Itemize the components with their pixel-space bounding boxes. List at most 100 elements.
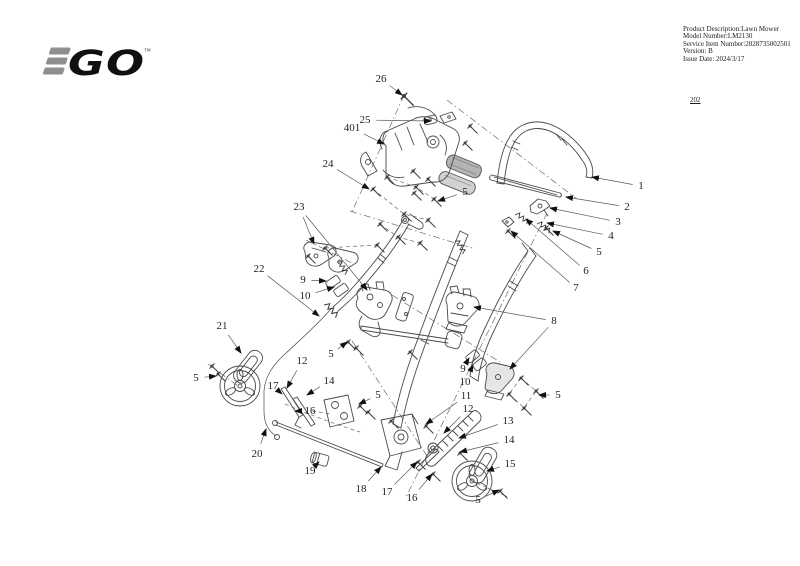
fastener-link-lines: [284, 176, 537, 433]
callout-label-5: 5: [475, 494, 481, 506]
callout-label-5: 5: [375, 389, 381, 401]
callout-label-13: 13: [503, 415, 515, 427]
callout-label-3: 3: [615, 216, 621, 228]
cable-clamp-drawing: [303, 241, 359, 273]
callout-5: 5: [552, 230, 602, 258]
callout-label-25: 25: [360, 114, 372, 126]
callout-23: 23: [294, 201, 368, 291]
callout-24: 24: [323, 158, 370, 190]
serrated-bar-drawing: [415, 410, 482, 472]
clamp-upper-drawing: [445, 285, 480, 334]
callout-7: 7: [510, 230, 579, 294]
callout-label-21: 21: [217, 320, 228, 332]
callout-1: 1: [591, 175, 644, 192]
callout-5: 5: [475, 489, 500, 506]
callout-25: 25: [360, 114, 432, 126]
ego-logo-tm: ™: [144, 47, 151, 55]
ego-logo-e-bars: [43, 47, 71, 75]
callout-9: 9: [460, 357, 470, 375]
version: Version: B: [683, 47, 713, 56]
callout-10: 10: [300, 286, 335, 302]
callout-401: 401: [344, 122, 385, 145]
callout-22: 22: [254, 263, 320, 317]
callout-label-14: 14: [504, 434, 516, 446]
product-info-block: Product Description:Lawn Mower Model Num…: [683, 25, 798, 63]
callout-17: 17: [268, 380, 283, 395]
left-spacers-drawing: [325, 275, 349, 297]
callout-label-23: 23: [294, 201, 306, 213]
callout-label-22: 22: [254, 263, 265, 275]
left-cam-disc-drawing: [219, 349, 264, 407]
callout-label-17: 17: [268, 380, 280, 392]
callout-9: 9: [300, 274, 327, 286]
callout-label-10: 10: [300, 290, 312, 302]
product-description: Product Description:Lawn Mower: [683, 25, 780, 33]
callout-label-5: 5: [555, 389, 561, 401]
callout-label-11: 11: [461, 390, 472, 402]
callout-14: 14: [306, 375, 336, 396]
callout-5: 5: [328, 341, 348, 360]
callout-label-5: 5: [193, 372, 199, 384]
callout-12: 12: [443, 403, 474, 434]
callout-11: 11: [425, 390, 472, 425]
callout-label-24: 24: [323, 158, 335, 170]
callout-2: 2: [565, 195, 630, 213]
callout-12: 12: [286, 355, 308, 389]
fasteners-drawing: [209, 92, 554, 499]
handle-mount-drawing: [360, 106, 482, 195]
callout-19: 19: [305, 461, 320, 477]
callout-label-7: 7: [573, 282, 579, 294]
callout-label-5: 5: [328, 348, 334, 360]
callout-label-8: 8: [551, 315, 557, 327]
callout-6: 6: [525, 218, 589, 277]
center-lever-drawing: [355, 281, 414, 338]
callout-16: 16: [407, 473, 433, 504]
callout-label-401: 401: [344, 122, 361, 134]
callout-label-10: 10: [460, 376, 472, 388]
callout-4: 4: [546, 221, 614, 242]
callout-21: 21: [217, 320, 242, 354]
height-rod-drawing: [489, 174, 562, 198]
callout-label-19: 19: [305, 465, 317, 477]
callout-15: 15: [486, 458, 517, 472]
callout-label-26: 26: [376, 73, 388, 85]
callout-5: 5: [358, 389, 381, 405]
callout-label-14: 14: [324, 375, 336, 387]
callout-label-16: 16: [305, 405, 317, 417]
callout-label-15: 15: [505, 458, 517, 470]
callout-label-6: 6: [583, 265, 589, 277]
callout-label-17: 17: [382, 486, 394, 498]
long-rod-drawing: [272, 420, 384, 468]
callout-label-16: 16: [407, 492, 419, 504]
callout-10: 10: [460, 364, 474, 388]
callout-16: 16: [294, 405, 317, 417]
callout-26: 26: [376, 73, 403, 96]
ego-logo-go-text: GO: [68, 44, 145, 82]
callout-label-2: 2: [624, 201, 630, 213]
callout-5: 5: [193, 372, 217, 384]
page-number: 202: [690, 96, 701, 104]
right-spacers-drawing: [465, 349, 487, 372]
callout-5: 5: [437, 186, 468, 202]
clamp-lower-drawing: [484, 362, 515, 401]
callout-label-18: 18: [356, 483, 368, 495]
upper-handle-drawing: [496, 121, 594, 185]
bottom-brackets-drawing: [280, 386, 355, 429]
callout-14: 14: [459, 434, 516, 454]
callout-5: 5: [538, 389, 561, 401]
callout-3: 3: [549, 206, 621, 228]
callout-label-9: 9: [300, 274, 306, 286]
callout-label-12: 12: [297, 355, 308, 367]
latch-lever-drawing: [501, 198, 551, 228]
callout-label-9: 9: [460, 363, 466, 375]
callout-13: 13: [458, 415, 515, 439]
callout-label-5: 5: [462, 186, 468, 198]
callout-label-4: 4: [608, 230, 614, 242]
callout-label-20: 20: [252, 448, 264, 460]
callout-17: 17: [382, 461, 418, 498]
callout-8: 8: [473, 305, 557, 370]
left-tube-cable-drawing: [263, 213, 424, 440]
